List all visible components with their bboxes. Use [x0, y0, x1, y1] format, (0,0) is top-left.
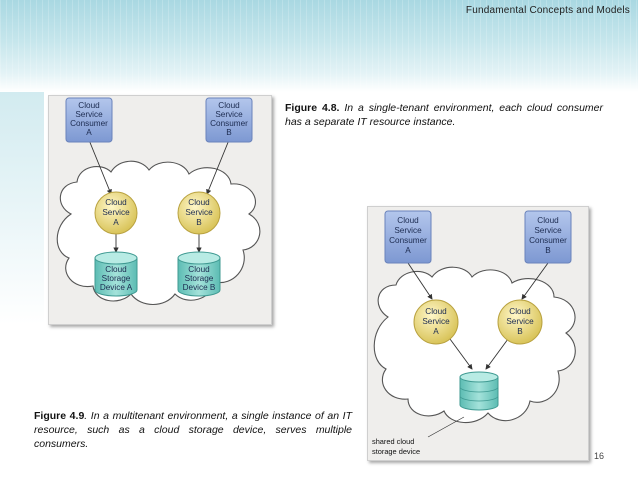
left-shade-band [0, 92, 44, 479]
figure-4-9-caption: Figure 4.9. In a multitenant environment… [34, 409, 352, 451]
cloud-service-b-circle: Cloud Service B [177, 191, 221, 235]
svg-text:Cloud: Cloud [188, 198, 210, 207]
svg-text:Service: Service [102, 208, 130, 217]
figure-4-8-caption-text: In a single-tenant environment, each clo… [285, 102, 603, 128]
svg-text:Service: Service [422, 317, 450, 326]
cloud-shape [56, 160, 261, 306]
svg-text:Consumer: Consumer [70, 119, 108, 128]
header-banner [0, 0, 638, 92]
svg-text:Cloud: Cloud [397, 216, 419, 225]
svg-text:Consumer: Consumer [529, 236, 567, 245]
svg-text:B: B [226, 128, 232, 137]
svg-text:Service: Service [215, 110, 243, 119]
svg-text:Cloud: Cloud [537, 216, 559, 225]
svg-text:Service: Service [534, 226, 562, 235]
svg-text:A: A [113, 218, 119, 227]
svg-text:Cloud: Cloud [105, 198, 127, 207]
svg-text:B: B [196, 218, 202, 227]
figure-4-8-diagram: Cloud Service Consumer A Cloud Service C… [48, 95, 272, 325]
header-title: Fundamental Concepts and Models [465, 5, 630, 16]
svg-text:A: A [86, 128, 92, 137]
svg-text:B: B [545, 246, 551, 255]
cloud-service-consumer-a-box: Cloud Service Consumer A [384, 210, 432, 264]
svg-text:Cloud: Cloud [509, 307, 531, 316]
svg-text:Storage: Storage [185, 274, 214, 283]
svg-text:Service: Service [75, 110, 103, 119]
figure-4-9-caption-label: Figure 4.9 [34, 410, 85, 422]
svg-text:Cloud: Cloud [105, 265, 127, 274]
shared-cloud-storage-device-cylinder [459, 371, 499, 411]
svg-text:Cloud: Cloud [188, 265, 210, 274]
figure-4-9-svg: Cloud Service Consumer A Cloud Service C… [372, 210, 576, 456]
figure-4-8-caption-label: Figure 4.8. [285, 102, 340, 114]
svg-text:Cloud: Cloud [218, 101, 240, 110]
svg-text:Cloud: Cloud [425, 307, 447, 316]
cloud-service-a-circle: Cloud Service A [94, 191, 138, 235]
svg-text:Device A: Device A [100, 283, 133, 292]
shared-storage-label-line2: storage device [372, 447, 420, 456]
svg-text:Cloud: Cloud [78, 101, 100, 110]
svg-text:Device B: Device B [183, 283, 216, 292]
svg-text:Service: Service [506, 317, 534, 326]
figure-4-9-caption-text: . In a multitenant environment, a single… [34, 410, 352, 450]
cloud-storage-device-a-cylinder: Cloud Storage Device A [94, 251, 138, 297]
svg-text:Service: Service [394, 226, 422, 235]
svg-text:Consumer: Consumer [210, 119, 248, 128]
figure-4-8-svg: Cloud Service Consumer A Cloud Service C… [56, 97, 261, 306]
svg-text:A: A [405, 246, 411, 255]
cloud-service-consumer-b-box: Cloud Service Consumer B [205, 97, 253, 143]
svg-text:B: B [517, 327, 523, 336]
cloud-service-b-circle: Cloud Service B [497, 299, 543, 345]
svg-text:A: A [433, 327, 439, 336]
svg-text:Storage: Storage [102, 274, 131, 283]
cloud-storage-device-b-cylinder: Cloud Storage Device B [177, 251, 221, 297]
figure-4-9-diagram: Cloud Service Consumer A Cloud Service C… [367, 206, 589, 461]
page-number: 16 [593, 451, 604, 461]
cloud-service-a-circle: Cloud Service A [413, 299, 459, 345]
cloud-service-consumer-b-box: Cloud Service Consumer B [524, 210, 572, 264]
shared-storage-label-line1: shared cloud [372, 437, 414, 446]
svg-text:Consumer: Consumer [389, 236, 427, 245]
svg-text:Service: Service [185, 208, 213, 217]
figure-4-8-caption: Figure 4.8. In a single-tenant environme… [285, 101, 603, 129]
cloud-service-consumer-a-box: Cloud Service Consumer A [65, 97, 113, 143]
header-banner-texture [0, 0, 638, 92]
